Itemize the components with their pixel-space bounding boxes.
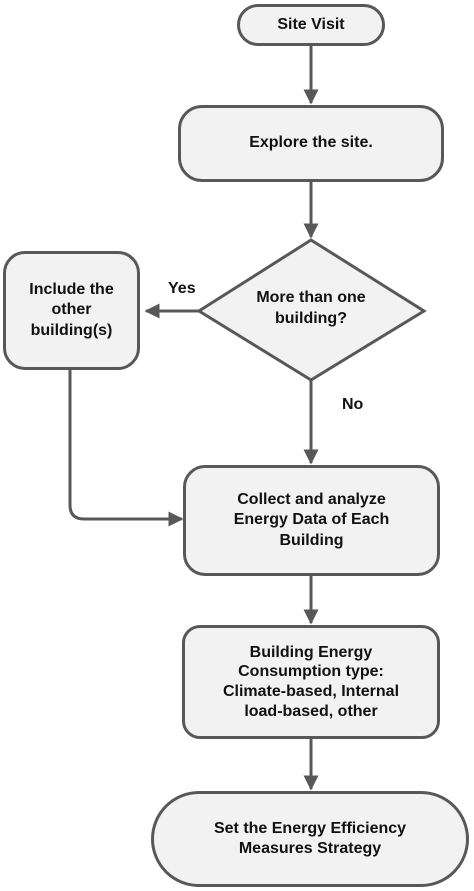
- start-node-label: Site Visit: [277, 15, 345, 33]
- explore-node-label: Explore the site.: [249, 134, 373, 152]
- start-node: Site Visit: [237, 4, 385, 46]
- consumption-node: Building Energy Consumption type: Climat…: [182, 625, 440, 739]
- include-node-label: Include the other building(s): [29, 280, 114, 339]
- consumption-node-label: Building Energy Consumption type: Climat…: [222, 643, 400, 720]
- arrow-include-to-collect: [68, 370, 184, 527]
- end-node: Set the Energy Efficiency Measures Strat…: [151, 791, 469, 887]
- collect-node-label: Collect and analyze Energy Data of Each …: [233, 490, 390, 549]
- collect-node: Collect and analyze Energy Data of Each …: [183, 465, 440, 576]
- no-label: No: [342, 396, 364, 413]
- include-node: Include the other building(s): [3, 251, 140, 370]
- decision-label: More than one building?: [256, 289, 366, 327]
- yes-label: Yes: [168, 280, 196, 297]
- end-node-label: Set the Energy Efficiency Measures Strat…: [213, 819, 407, 857]
- explore-node: Explore the site.: [178, 105, 444, 182]
